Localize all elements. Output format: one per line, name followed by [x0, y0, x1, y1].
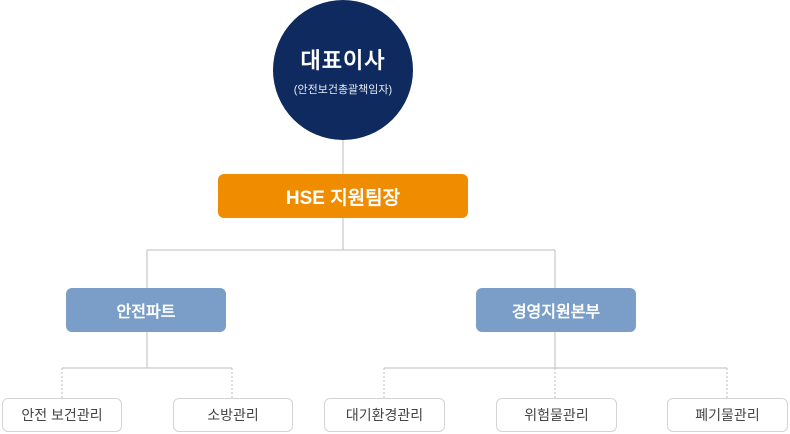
task-fire-node: 소방관리 — [173, 398, 293, 432]
ceo-title: 대표이사 — [300, 48, 386, 73]
hse-team-lead-node: HSE 지원팀장 — [218, 174, 468, 218]
dept-management-support-node: 경영지원본부 — [476, 288, 636, 332]
dept-safety-node: 안전파트 — [66, 288, 226, 332]
ceo-subtitle: (안전보건총괄책임자) — [293, 84, 393, 96]
ceo-node: 대표이사 (안전보건총괄책임자) — [273, 0, 413, 140]
task-waste-node: 폐기물관리 — [667, 398, 788, 432]
task-air-env-node: 대기환경관리 — [324, 398, 445, 432]
task-safety-health-node: 안전 보건관리 — [2, 398, 122, 432]
task-hazmat-node: 위험물관리 — [496, 398, 617, 432]
